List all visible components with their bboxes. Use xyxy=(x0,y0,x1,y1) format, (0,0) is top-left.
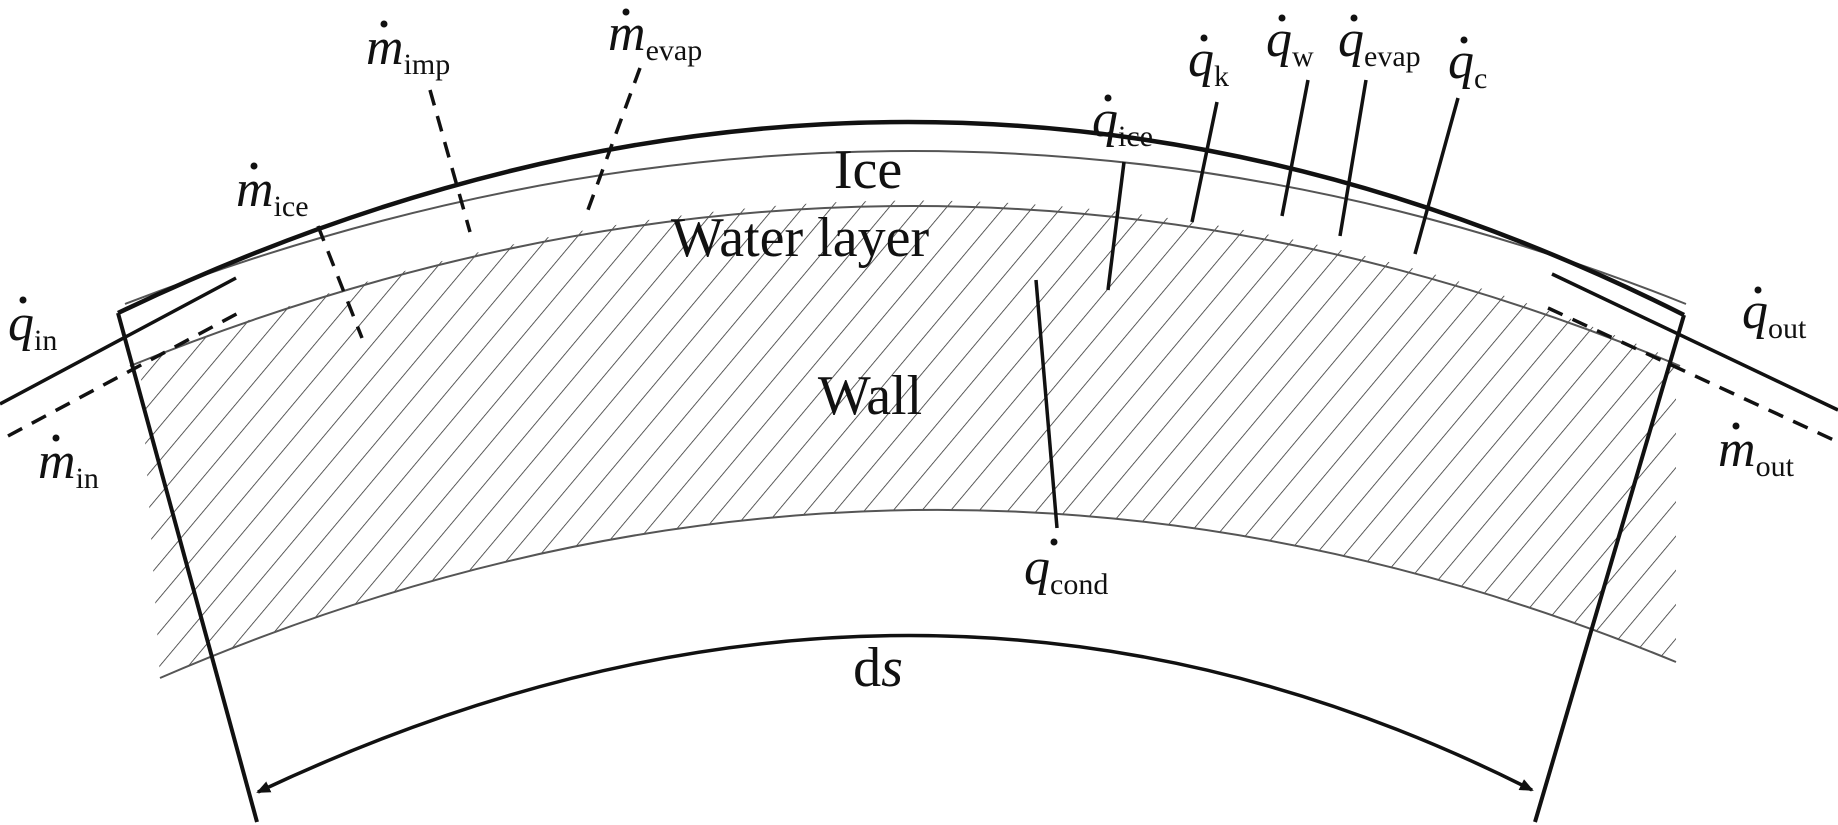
ice-outer-surface xyxy=(117,119,1686,318)
cv-left-boundary xyxy=(116,312,259,823)
q-cond-label: qcond xyxy=(1024,538,1108,601)
water-wall-interface xyxy=(129,205,1681,367)
q-in-label: qin xyxy=(8,295,57,357)
m-ice-leader xyxy=(316,225,364,339)
m-in-label: min xyxy=(38,433,99,495)
m-in-flow-line xyxy=(7,308,245,438)
svg-text:qevap: qevap xyxy=(1338,11,1421,73)
q-ice-leader xyxy=(1106,161,1126,291)
ds-prefix: d xyxy=(853,637,881,699)
svg-text:qc: qc xyxy=(1448,33,1487,95)
q-w-label: qw xyxy=(1266,11,1314,73)
wall-label: Wall xyxy=(818,365,922,427)
q-evap-label: qevap xyxy=(1338,11,1421,73)
q-c-leader xyxy=(1413,97,1460,255)
m-evap-leader xyxy=(583,67,642,219)
svg-text:qw: qw xyxy=(1266,11,1314,73)
svg-text:min: min xyxy=(38,433,99,495)
q-in-flow-line xyxy=(0,276,237,406)
svg-text:mevap: mevap xyxy=(608,5,702,67)
m-imp-label: mimp xyxy=(366,19,450,81)
svg-text:mimp: mimp xyxy=(366,19,450,81)
m-out-label: mout xyxy=(1718,421,1795,483)
svg-text:qcond: qcond xyxy=(1024,539,1108,601)
q-c-label: qc xyxy=(1448,33,1487,95)
m-imp-leader xyxy=(428,89,472,233)
water-layer-label: Water layer xyxy=(671,207,930,269)
q-ice-label: qice xyxy=(1092,91,1153,153)
ds-variable: s xyxy=(881,637,903,699)
q-cond-leader xyxy=(1034,279,1059,529)
wall-region xyxy=(140,200,1676,678)
q-k-label: qk xyxy=(1188,31,1229,93)
svg-text:qout: qout xyxy=(1742,283,1807,345)
cv-right-boundary xyxy=(1533,314,1686,823)
m-evap-label: mevap xyxy=(608,5,702,67)
svg-text:qk: qk xyxy=(1188,31,1229,93)
wall-inner-surface xyxy=(159,508,1677,679)
svg-text:mice: mice xyxy=(236,161,309,223)
q-out-label: qout xyxy=(1742,283,1807,345)
svg-text:qin: qin xyxy=(8,295,57,357)
q-w-leader xyxy=(1280,79,1310,217)
ds-label: ds xyxy=(853,637,903,699)
m-ice-label: mice xyxy=(236,161,309,223)
ds-dimension-arc xyxy=(256,633,1534,794)
q-evap-leader xyxy=(1338,79,1368,237)
svg-text:qice: qice xyxy=(1092,91,1153,153)
q-k-leader xyxy=(1190,101,1219,223)
ice-label: Ice xyxy=(834,139,902,201)
svg-text:mout: mout xyxy=(1718,421,1795,483)
ice-water-interface xyxy=(124,150,1687,305)
q-out-flow-line xyxy=(1551,272,1838,412)
